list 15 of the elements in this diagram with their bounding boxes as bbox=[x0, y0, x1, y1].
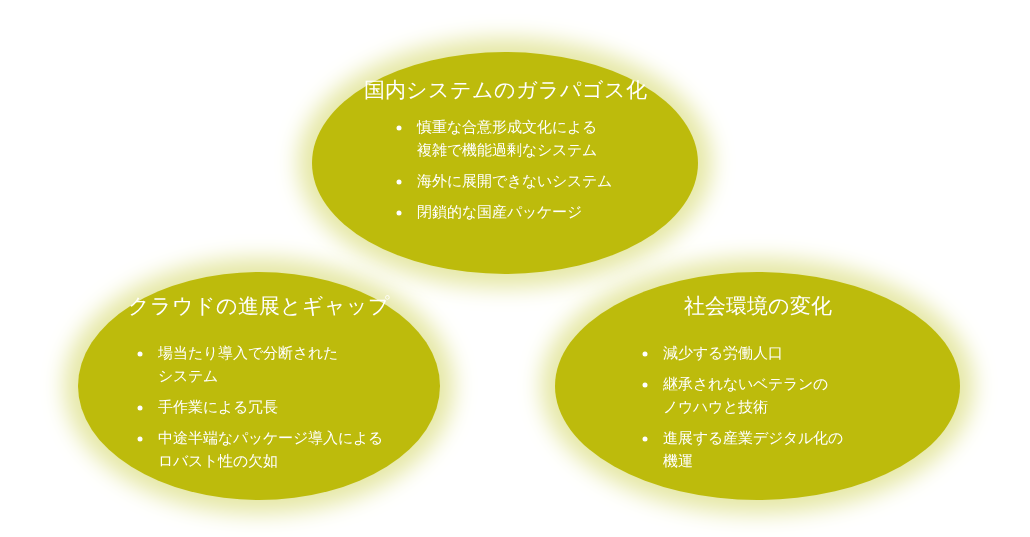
bullet-text: 継承されないベテランのノウハウと技術 bbox=[663, 375, 828, 416]
bullet-text: 減少する労働人口 bbox=[663, 344, 783, 362]
bullet-text: 中途半端なパッケージ導入によるロバスト性の欠如 bbox=[158, 429, 383, 470]
bullet-text: 場当たり導入で分断されたシステム bbox=[158, 344, 338, 385]
bullet-text: 進展する産業デジタル化の機運 bbox=[663, 429, 843, 470]
bullet-text: 海外に展開できないシステム bbox=[417, 172, 612, 190]
ellipse-heading: 社会環境の変化 bbox=[682, 293, 833, 320]
ellipse bbox=[555, 272, 960, 500]
bullet-text: 手作業による冗長 bbox=[158, 398, 278, 416]
ellipse bbox=[78, 272, 440, 500]
ellipse-heading: 国内システムのガラパゴス化 bbox=[362, 77, 648, 104]
bullet-text: 閉鎖的な国産パッケージ bbox=[417, 203, 582, 221]
ellipse-heading: クラウドの進展とギャップ bbox=[127, 293, 391, 320]
bullet-text: 慎重な合意形成文化による複雑で機能過剰なシステム bbox=[417, 118, 597, 159]
ellipse bbox=[312, 52, 698, 274]
